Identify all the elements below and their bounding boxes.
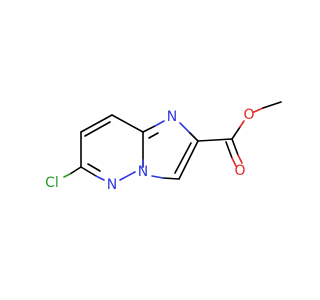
atom-chlorine: Cl	[45, 175, 59, 191]
bond-c7-c8	[80, 114, 113, 133]
bond-c8a-n-imid-inner	[148, 132, 159, 139]
bond-carbonyl-o-double-a-end	[237, 154, 243, 164]
bond-o-methyl-end	[262, 101, 282, 109]
bond-n1-n-bridge	[119, 171, 136, 181]
atom-oxygen-carbonyl: O	[234, 163, 245, 179]
chemical-structure: Cl N N N O O	[45, 101, 282, 193]
bond-carbonyl-o-double-b	[225, 141, 233, 159]
bond-n-imid-c2	[179, 122, 191, 134]
bond-c6-cl-carbon	[69, 166, 82, 175]
atom-oxygen-ester: O	[243, 107, 254, 123]
bond-c8a-n-imid	[142, 125, 156, 133]
bond-c8a-n-imid-end	[154, 120, 165, 127]
bond-n-imid-c2-end	[189, 132, 199, 142]
bond-c2-c3	[178, 140, 199, 180]
bond-carbonyl-o-double-a	[231, 138, 239, 156]
bond-c6-cl	[63, 173, 71, 178]
bond-c3-n-bridge	[162, 177, 180, 180]
bond-c6-n1-end	[95, 175, 105, 181]
bond-carbonyl-o-single	[231, 126, 241, 140]
bond-c2-carbonyl	[197, 138, 233, 142]
bond-c6-n1	[80, 166, 97, 177]
bond-c7-c8-inner	[84, 121, 111, 137]
atom-nitrogen-pyridazine: N	[107, 177, 117, 193]
atom-nitrogen-bridge: N	[138, 164, 148, 180]
bond-o-methyl	[253, 107, 264, 113]
bond-c3-n-bridge-end	[151, 175, 164, 179]
bond-carbonyl-o-single-end	[239, 120, 245, 128]
bond-c8-c8a	[111, 114, 144, 133]
atom-nitrogen-imidazole: N	[167, 109, 177, 125]
bond-carbonyl-o-double-b-end	[231, 157, 237, 167]
bond-c2-c3-inner	[174, 142, 192, 174]
bond-c6-n1-inner	[87, 163, 101, 172]
